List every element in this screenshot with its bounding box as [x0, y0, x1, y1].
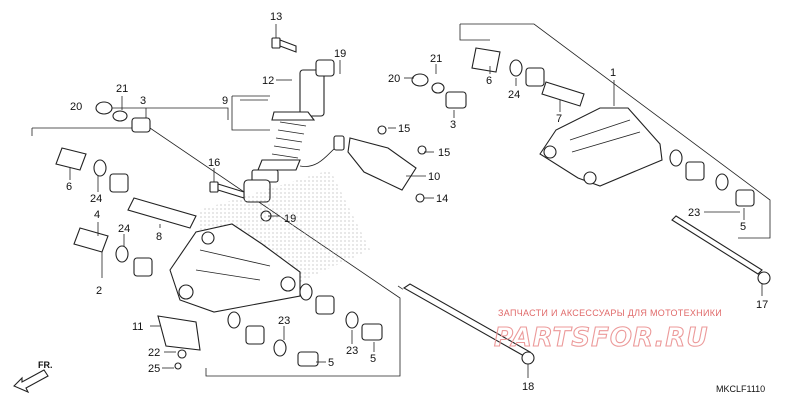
callout-21-right: 21 [430, 53, 442, 65]
callout-20-right: 20 [388, 73, 400, 85]
callout-4: 4 [94, 209, 100, 221]
shock-link-2 [169, 170, 370, 313]
callout-22: 22 [148, 347, 160, 359]
callout-10: 10 [428, 171, 440, 183]
callout-15-lower: 15 [438, 147, 450, 159]
callout-11: 11 [132, 321, 143, 333]
callout-labels: 13 19 12 9 21 20 3 15 15 10 14 16 19 6 2… [66, 11, 768, 393]
swingarm-1 [539, 107, 663, 187]
callout-17: 17 [756, 299, 768, 311]
callout-18: 18 [522, 381, 534, 393]
callout-6-right: 6 [486, 75, 492, 87]
bolt-13 [271, 37, 297, 53]
callout-5-center-right: 5 [370, 353, 376, 365]
callout-24-left-lower: 24 [118, 223, 130, 235]
watermark: ЗАПЧАСТИ И АКСЕССУАРЫ ДЛЯ МОТОТЕХНИКИ PA… [493, 308, 722, 354]
callout-15-upper: 15 [398, 123, 410, 135]
bushing-group-right [411, 47, 585, 109]
callout-20-left: 20 [70, 101, 82, 113]
callout-16: 16 [208, 157, 220, 169]
callout-23-center-left: 23 [278, 315, 290, 327]
watermark-logo: PARTSFOR.RU [494, 323, 708, 353]
group-outlines [31, 23, 771, 377]
callout-19-lower: 19 [284, 213, 296, 225]
callout-3-left: 3 [140, 95, 146, 107]
callout-25: 25 [148, 363, 160, 375]
callout-6-left: 6 [66, 181, 72, 193]
callout-5-right: 5 [740, 221, 746, 233]
callout-23-center-right: 23 [346, 345, 358, 357]
bolt-18 [397, 283, 535, 365]
callout-24-right: 24 [508, 89, 520, 101]
callout-3-right: 3 [450, 119, 456, 131]
front-direction-indicator: FR. [13, 360, 53, 394]
collar-group-left [95, 101, 151, 133]
callout-19-upper: 19 [334, 48, 346, 60]
front-arrow-icon [13, 369, 49, 394]
watermark-caption: ЗАПЧАСТИ И АКСЕССУАРЫ ДЛЯ МОТОТЕХНИКИ [498, 308, 722, 318]
callout-12: 12 [262, 75, 274, 87]
callout-14: 14 [436, 193, 448, 205]
diagram-code: MKCLF1110 [716, 384, 765, 394]
bushing-group-center [227, 283, 383, 367]
callout-1: 1 [610, 67, 616, 79]
callout-23-right: 23 [688, 207, 700, 219]
callout-9: 9 [222, 95, 228, 107]
callout-2: 2 [96, 285, 102, 297]
plate-11 [157, 315, 201, 370]
callout-13: 13 [270, 11, 282, 23]
callout-24-left-upper: 24 [90, 193, 102, 205]
bracket-10 [347, 125, 427, 203]
callout-21-left: 21 [116, 83, 128, 95]
bushing-group-right-lower [669, 149, 771, 285]
front-label: FR. [38, 360, 53, 370]
leader-lines [69, 24, 763, 378]
callout-7: 7 [556, 113, 562, 125]
callout-5-center-left: 5 [328, 357, 334, 369]
callout-8: 8 [156, 231, 162, 243]
bushing-group-left [55, 147, 197, 277]
